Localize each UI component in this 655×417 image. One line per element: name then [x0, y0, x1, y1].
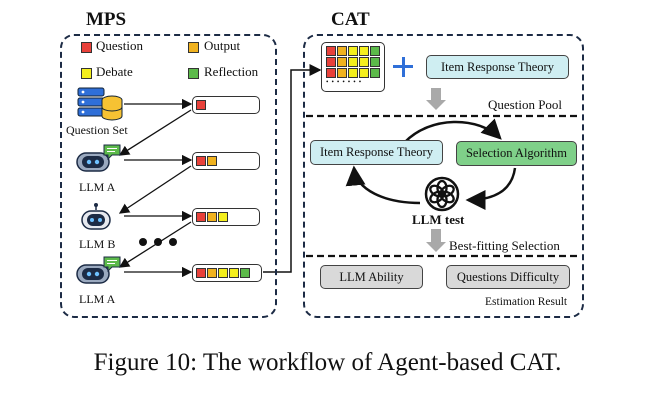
debate-cell [229, 268, 239, 278]
legend-debate-label: Debate [96, 64, 133, 79]
legend-output-swatch [188, 42, 199, 53]
message-box-final [192, 264, 262, 282]
loop-arrow-left [345, 165, 421, 205]
question-set-label: Question Set [66, 123, 128, 137]
loop-arrow-right [465, 167, 517, 210]
arrow-mps-to-cat [263, 64, 322, 273]
matrix-cell [337, 68, 347, 78]
message-box-question [192, 96, 260, 114]
matrix-cell [326, 68, 336, 78]
question-cell [196, 212, 206, 222]
ellipsis-dot [169, 238, 177, 246]
plus-icon-stem [401, 56, 405, 77]
question-cell [196, 100, 206, 110]
gray-arrow-selection [426, 229, 446, 252]
legend-debate-swatch [81, 68, 92, 79]
response-matrix: ••••••• [321, 42, 385, 92]
figure-caption: Figure 10: The workflow of Agent-based C… [93, 349, 562, 376]
matrix-cell [359, 68, 369, 78]
best-fitting-label: Best-fitting Selection [449, 238, 560, 253]
question-pool-label: Question Pool [488, 97, 563, 112]
matrix-cell [348, 68, 358, 78]
robot-icon [76, 256, 121, 284]
matrix-cell [370, 68, 380, 78]
agent-label-2: LLM B [79, 237, 116, 251]
question-cell [196, 268, 206, 278]
matrix-cell [337, 57, 347, 67]
irt-loop-box: Item Response Theory [310, 140, 443, 165]
agent-label-1: LLM A [79, 180, 116, 194]
agent-label-3: LLM A [79, 292, 116, 306]
matrix-cell [337, 46, 347, 56]
question-cell [196, 156, 206, 166]
robot-icon [81, 203, 111, 230]
matrix-cell [326, 57, 336, 67]
gray-arrow-pool [426, 88, 446, 110]
matrix-cell [359, 57, 369, 67]
output-cell [207, 268, 217, 278]
output-cell [207, 156, 217, 166]
questions-difficulty-box: Questions Difficulty [446, 265, 570, 289]
debate-cell [218, 268, 228, 278]
arrow-q-to-llmA [118, 109, 192, 156]
llm-test-label: LLM test [412, 212, 465, 227]
matrix-cell [348, 46, 358, 56]
matrix-cell [359, 46, 369, 56]
database-icon [77, 87, 123, 121]
debate-cell [218, 212, 228, 222]
message-box-output [192, 152, 260, 170]
message-box-debate [192, 208, 260, 226]
legend-output-label: Output [204, 38, 241, 53]
llm-ability-box: LLM Ability [320, 265, 423, 289]
legend-reflection-swatch [188, 68, 199, 79]
legend-reflection-label: Reflection [204, 64, 259, 79]
estimation-result-label: Estimation Result [485, 296, 568, 308]
selection-algorithm-box: Selection Algorithm [456, 141, 577, 166]
legend-question-label: Question [96, 38, 143, 53]
cat-title: CAT [331, 9, 370, 30]
matrix-cell [370, 57, 380, 67]
legend-question-swatch [81, 42, 92, 53]
ellipsis-dot [139, 238, 147, 246]
matrix-cell [348, 57, 358, 67]
robot-icon [76, 144, 121, 172]
cat-panel [303, 34, 584, 318]
mps-panel [60, 34, 277, 318]
arrow-out-to-llmB [118, 165, 192, 214]
ellipsis-dot [154, 238, 162, 246]
irt-top-box: Item Response Theory [426, 55, 569, 79]
matrix-cell [326, 46, 336, 56]
matrix-cell [370, 46, 380, 56]
output-cell [207, 212, 217, 222]
loop-arrow-top [404, 118, 502, 143]
openai-icon [424, 176, 460, 212]
mps-title: MPS [86, 9, 127, 30]
reflection-cell [240, 268, 250, 278]
